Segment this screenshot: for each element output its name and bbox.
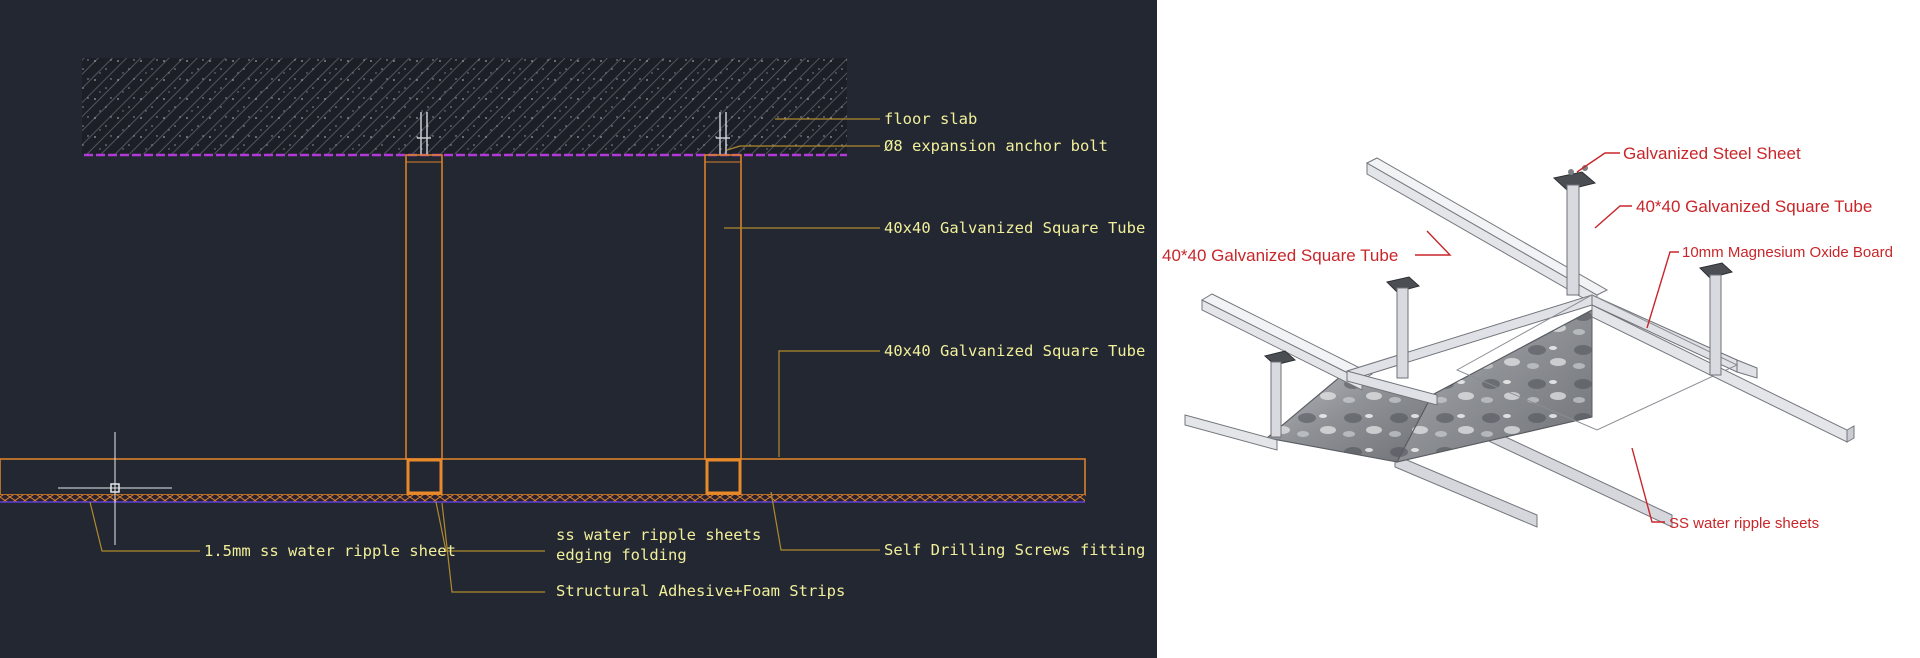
floor-slab: [82, 58, 847, 157]
anchor-bolt-left: [417, 112, 431, 155]
label-square-tube-vertical: 40x40 Galvanized Square Tube: [884, 219, 1145, 237]
label-anchor-bolt: Ø8 expansion anchor bolt: [884, 137, 1108, 155]
hanger-far-left: [1263, 350, 1297, 438]
leader-lines: [89, 118, 880, 593]
iso-leader-lines: [1415, 152, 1679, 523]
isometric-view: Galvanized Steel Sheet 40*40 Galvanized …: [1157, 0, 1920, 658]
tube-section-right: [705, 458, 742, 495]
anchor-bolt-right: [716, 112, 730, 155]
vertical-tube-right: [704, 154, 742, 460]
label-edging-line1: ss water ripple sheets: [556, 526, 761, 544]
label-tube-left: 40*40 Galvanized Square Tube: [1162, 246, 1398, 265]
vertical-tube-left: [405, 154, 443, 460]
label-ripple-sheets: SS water ripple sheets: [1669, 515, 1819, 532]
hanger-right: [1699, 262, 1734, 376]
crosshair-cursor-icon: [58, 432, 172, 545]
hanger-center: [1552, 165, 1597, 296]
tube-section-left: [406, 458, 443, 495]
tube-right: [1591, 304, 1855, 443]
ripple-panels: [1265, 309, 1593, 463]
horizontal-tube: [0, 458, 1086, 496]
label-floor-slab: floor slab: [884, 110, 977, 128]
label-self-drilling: Self Drilling Screws fitting: [884, 541, 1145, 559]
label-square-tube-horizontal: 40x40 Galvanized Square Tube: [884, 342, 1145, 360]
label-adhesive: Structural Adhesive+Foam Strips: [556, 582, 845, 600]
tube-left: [1200, 293, 1374, 391]
cad-section-drawing: floor slab Ø8 expansion anchor bolt 40x4…: [0, 0, 1157, 658]
hanger-left: [1386, 276, 1421, 379]
label-ripple-sheet: 1.5mm ss water ripple sheet: [204, 542, 456, 560]
label-edging-line2: edging folding: [556, 546, 687, 564]
ripple-sheet-layer: [0, 495, 1085, 503]
isometric-svg: Galvanized Steel Sheet 40*40 Galvanized …: [1162, 144, 1893, 532]
tube-bottom-left: [1184, 414, 1278, 451]
label-galvanized-steel-sheet: Galvanized Steel Sheet: [1623, 144, 1801, 163]
cad-section-svg: floor slab Ø8 expansion anchor bolt 40x4…: [0, 58, 1145, 600]
label-mgo-board: 10mm Magnesium Oxide Board: [1682, 244, 1893, 261]
label-tube-right: 40*40 Galvanized Square Tube: [1636, 197, 1872, 216]
